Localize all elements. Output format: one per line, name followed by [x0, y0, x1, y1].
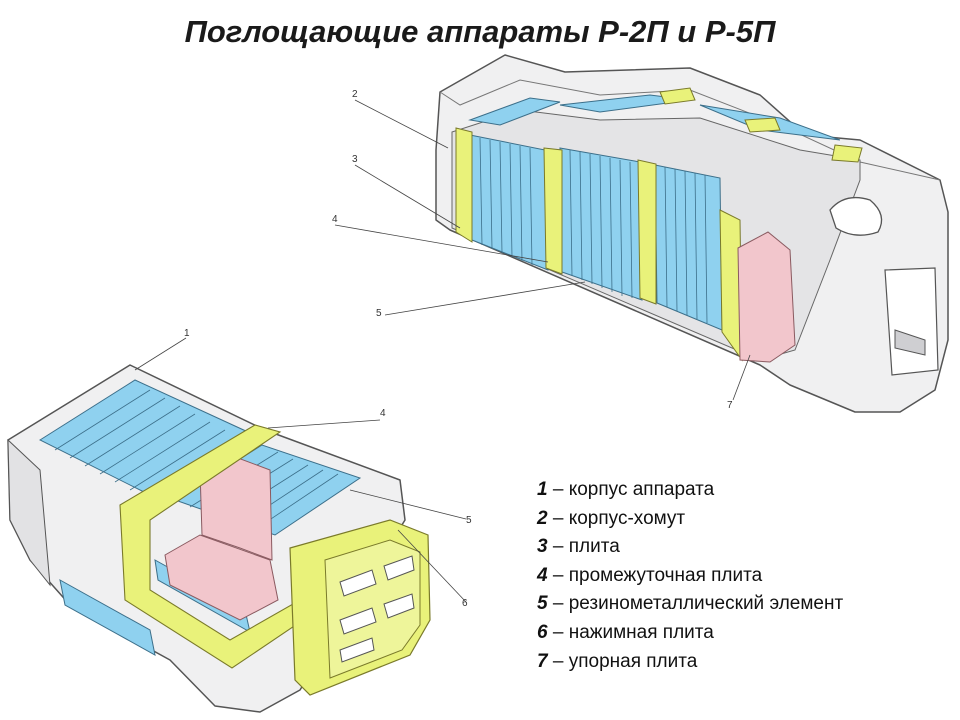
legend-item-separator: – [552, 479, 564, 500]
bottom-pink-section [164, 534, 279, 621]
label-bottom-4: 4 [380, 408, 386, 419]
bottom-intermediate-plate [119, 424, 316, 669]
top-eye-hole [829, 196, 883, 236]
legend-item: 7 – упорная плита [537, 648, 843, 677]
legend-item-separator: – [552, 593, 564, 615]
legend-item-number: 6 [537, 621, 548, 643]
bottom-end-face [7, 438, 51, 587]
label-top-7: 7 [727, 400, 733, 411]
label-bottom-6: 6 [462, 598, 468, 609]
legend-item-text: промежуточная плита [568, 564, 763, 586]
bottom-leader-lines [134, 337, 467, 603]
label-top-4: 4 [332, 214, 338, 225]
label-bottom-1: 1 [184, 328, 190, 339]
label-bottom-5: 5 [466, 515, 472, 526]
legend-item: 5 – резинометаллический элемент [537, 590, 843, 619]
legend-item-text: плита [568, 536, 620, 558]
legend-item-separator: – [552, 564, 564, 586]
legend-item: 2 – корпус-хомут [537, 505, 843, 534]
top-leader-lines [334, 99, 751, 401]
legend-item-number: 7 [537, 650, 548, 672]
legend-item-text: нажимная плита [568, 621, 714, 643]
label-top-5: 5 [376, 308, 382, 319]
top-end-window [884, 267, 939, 376]
legend-item-number: 3 [537, 536, 548, 558]
slide-title: Поглощающие аппараты Р-2П и Р-5П [184, 14, 776, 49]
legend-item: 4 – промежуточная плита [537, 562, 843, 591]
legend-item-separator: – [552, 536, 564, 558]
legend-item-number: 4 [537, 564, 548, 586]
bottom-pressure-plate-windows [339, 555, 415, 663]
legend-item: 6 – нажимная плита [537, 619, 843, 648]
legend-item-text: корпус-хомут [568, 507, 686, 529]
legend-item-number: 5 [537, 593, 548, 615]
legend-item-text: резинометаллический элемент [568, 593, 844, 615]
legend-item-separator: – [552, 650, 564, 672]
legend-item-separator: – [552, 621, 564, 643]
label-top-3: 3 [352, 154, 358, 165]
legend-item-separator: – [552, 507, 564, 529]
legend-item-number: 1 [537, 479, 548, 500]
legend-item-text: упорная плита [568, 650, 698, 672]
bottom-apparatus [7, 364, 431, 713]
top-plates [455, 87, 863, 362]
legend-item: 3 – плита [537, 533, 843, 562]
top-apparatus [435, 54, 949, 413]
label-top-2: 2 [352, 89, 358, 100]
top-end-slot [894, 329, 926, 356]
legend-item: 1 – корпус аппарата [537, 476, 843, 505]
legend-item-text: корпус аппарата [568, 479, 715, 500]
legend-item-number: 2 [537, 507, 548, 529]
top-thrust-plate [737, 231, 796, 363]
